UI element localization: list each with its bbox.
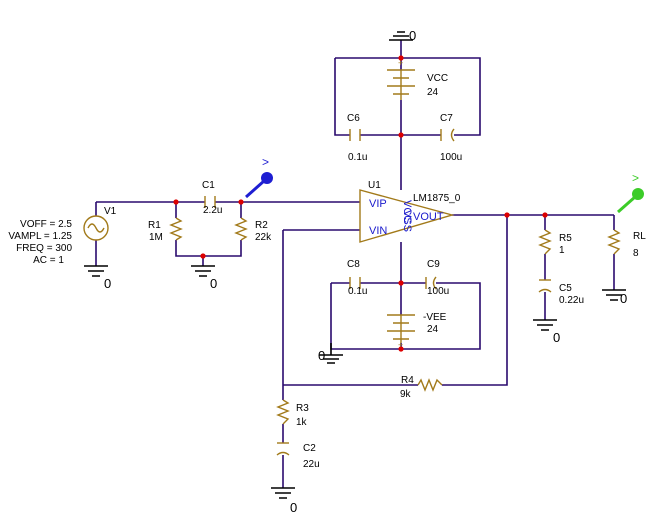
r5-value: 1 [559,245,565,256]
c7-value: 100u [440,152,462,163]
c7-ref: C7 [440,113,453,124]
vcc-battery[interactable]: + [387,58,415,100]
ground-c2: 0 [271,487,297,515]
u1-pin-vcc: VCC [401,200,413,223]
ground-r1r2: 0 [191,265,217,291]
svg-text:+: + [398,58,403,68]
r3-ref: R3 [296,403,309,414]
r2-ref: R2 [255,220,268,231]
vee-battery[interactable]: + [387,314,415,350]
vee-ref: -VEE [423,312,447,323]
u1-pin-vout: VOUT [413,211,444,223]
v1-freq: FREQ = 300 [16,243,72,254]
input-voltage-probe[interactable]: > [245,155,273,199]
c6-ref: C6 [347,113,360,124]
input-probe-label: > [262,155,269,169]
r4-value: 9k [400,389,412,400]
r4-resistor[interactable] [417,378,443,392]
junctions [173,55,548,352]
u1-ref: U1 [368,180,381,191]
ground-top: 0 [389,28,416,43]
c2-ref: C2 [303,443,316,454]
vee-value: 24 [427,324,439,335]
rl-value: 8 [633,248,639,259]
c2-value: 22u [303,459,320,470]
c1-value: 2.2u [203,205,222,216]
wires [95,40,615,488]
ground-v1: 0 [84,265,111,291]
output-voltage-probe[interactable]: > [617,171,644,214]
r5-ref: R5 [559,233,572,244]
ground-rl: 0 [602,289,627,306]
c5-capacitor[interactable] [538,279,552,293]
r1-value: 1M [149,232,163,243]
ground-r1r2-label: 0 [210,276,217,291]
c7-capacitor[interactable] [440,128,455,142]
vcc-value: 24 [427,87,439,98]
vcc-ref: VCC [427,73,448,84]
ground-rl-label: 0 [620,291,627,306]
r1-resistor[interactable] [169,217,183,241]
c8-ref: C8 [347,259,360,270]
r5-resistor[interactable] [538,229,552,255]
u1-part: LM1875_0 [413,193,461,204]
r4-ref: R4 [401,375,414,386]
v1-vampl: VAMPL = 1.25 [8,231,72,242]
v1-sine-source[interactable]: V1 [83,206,117,241]
c1-ref: C1 [202,180,215,191]
u1-pin-vss: VSS [401,210,413,232]
svg-text:+: + [398,340,403,350]
rl-ref: RL [633,231,646,242]
ground-v1-label: 0 [104,276,111,291]
v1-voff: VOFF = 2.5 [20,219,72,230]
u1-opamp[interactable]: U1 LM1875_0 VIP VIN VOUT VCC VSS [359,180,461,243]
ground-c5: 0 [533,319,560,345]
c6-value: 0.1u [348,152,367,163]
r1-ref: R1 [148,220,161,231]
rl-resistor[interactable] [607,229,621,255]
ground-c2-label: 0 [290,500,297,515]
u1-pin-vin: VIN [369,225,387,237]
v1-ref: V1 [104,206,117,217]
c5-value: 0.22u [559,295,584,306]
c9-value: 100u [427,286,449,297]
r2-value: 22k [255,232,272,243]
u1-pin-vip: VIP [369,198,387,210]
c8-capacitor[interactable] [349,277,361,289]
v1-ac: AC = 1 [33,255,64,266]
r3-resistor[interactable] [276,399,290,425]
ground-c5-label: 0 [553,330,560,345]
c1-capacitor[interactable] [204,196,216,208]
ground-top-label: 0 [409,28,416,43]
ground-vee-label: 0 [318,348,325,363]
r2-resistor[interactable] [234,217,248,241]
c8-value: 0.1u [348,286,367,297]
c9-capacitor[interactable] [425,276,437,290]
output-probe-label: > [632,171,639,185]
c6-capacitor[interactable] [349,129,361,141]
r3-value: 1k [296,417,308,428]
ground-vee: 0 [318,343,343,364]
c9-ref: C9 [427,259,440,270]
c5-ref: C5 [559,283,572,294]
c2-capacitor[interactable] [276,442,290,456]
